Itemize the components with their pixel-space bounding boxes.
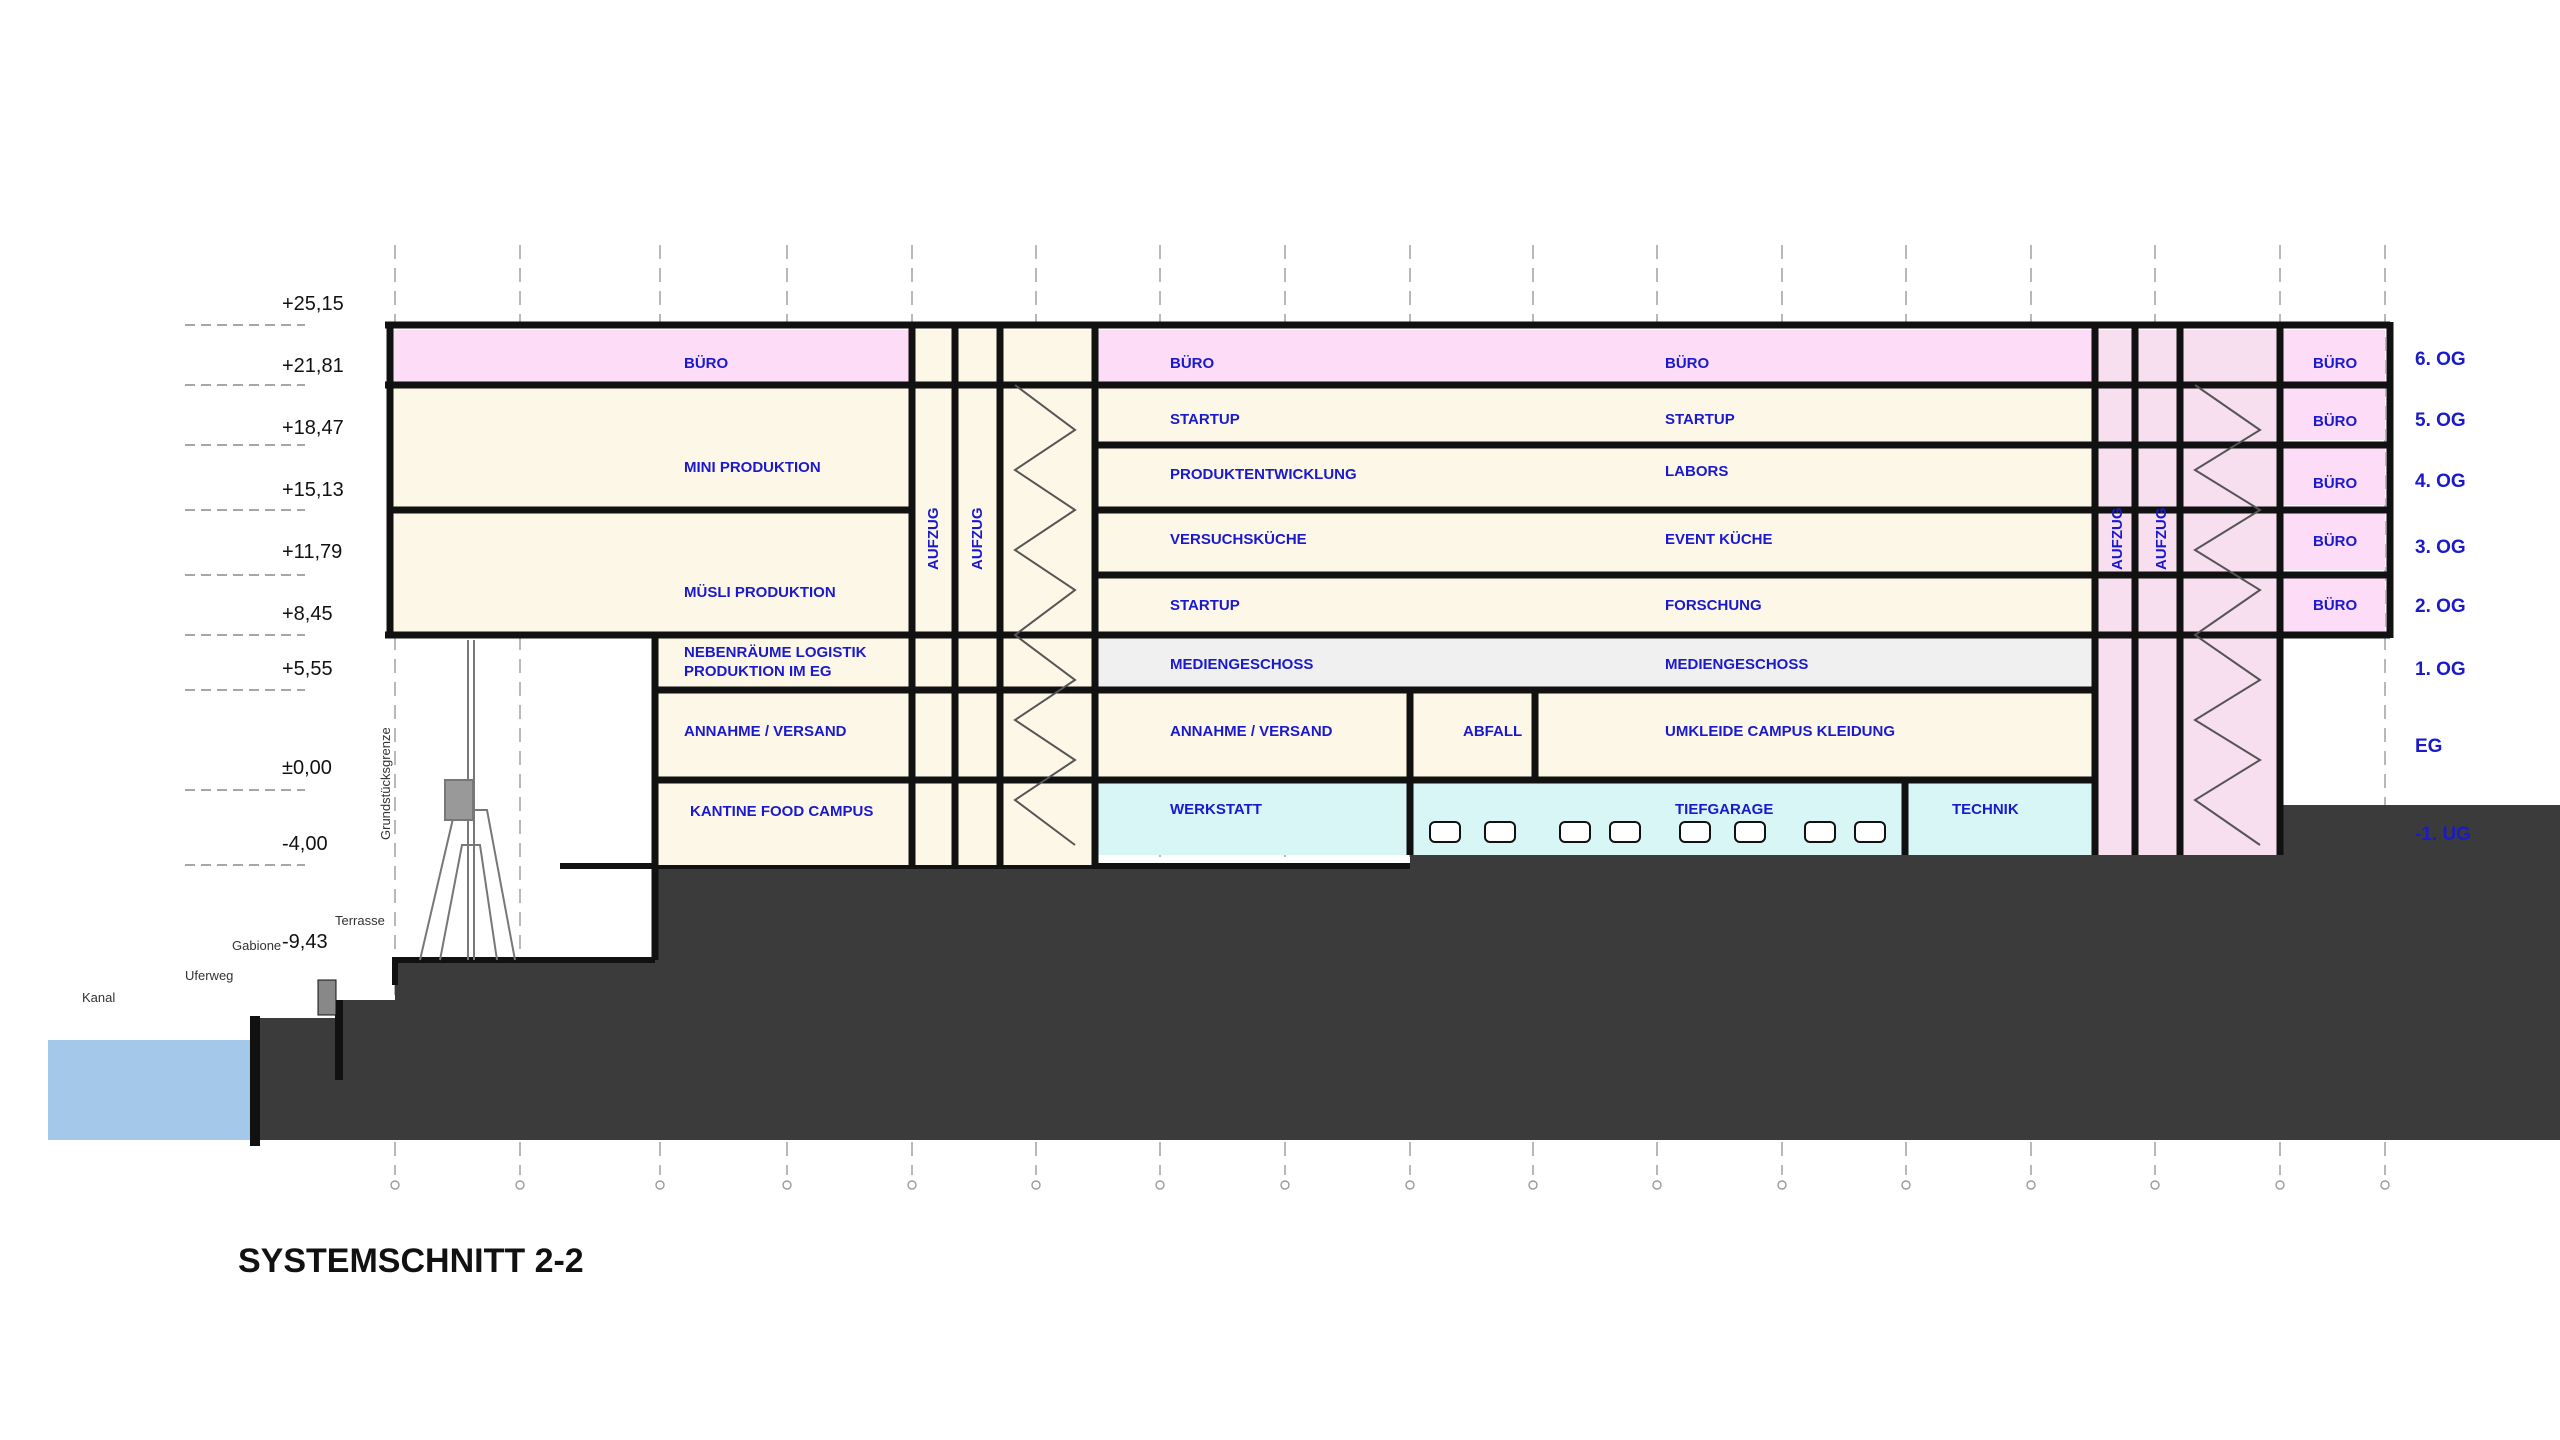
elevation-label: +25,15 (282, 293, 344, 315)
room-label: EVENT KÜCHE (1665, 531, 1773, 548)
west-block (390, 330, 912, 865)
crane-structure (419, 640, 516, 961)
floor-label: -1. UG (2415, 824, 2471, 845)
elevation-label: +11,79 (282, 541, 342, 563)
canal-water (48, 1040, 253, 1140)
elevation-label: ±0,00 (282, 757, 332, 779)
room-label: BÜRO (2313, 413, 2357, 430)
room-label: TECHNIK (1952, 801, 2019, 818)
room-label: PRODUKTION IM EG (684, 663, 832, 680)
elevator-label: AUFZUG (2153, 508, 2170, 571)
floor-label: 3. OG (2415, 537, 2466, 558)
elevation-label: +21,81 (282, 355, 344, 377)
site-label: Uferweg (185, 968, 233, 983)
east-block (1095, 330, 2095, 855)
room-label: BÜRO (684, 355, 728, 372)
room-label: BÜRO (2313, 355, 2357, 372)
floor-label: 2. OG (2415, 596, 2466, 617)
floor-label: 4. OG (2415, 471, 2466, 492)
stairs-east (2193, 384, 2262, 846)
floor-label: EG (2415, 736, 2442, 757)
elevation-markers (185, 324, 305, 866)
room-label: VERSUCHSKÜCHE (1170, 531, 1307, 548)
room-label: ANNAHME / VERSAND (1170, 723, 1333, 740)
ground-mass (253, 805, 2560, 1140)
floor-label: 1. OG (2415, 659, 2466, 680)
shore-wall (335, 1000, 343, 1080)
elevation-label: +15,13 (282, 479, 344, 501)
room-label: MEDIENGESCHOSS (1665, 656, 1808, 673)
elevator-label: AUFZUG (925, 508, 942, 571)
room-label: LABORS (1665, 463, 1728, 480)
room-label: FORSCHUNG (1665, 597, 1762, 614)
stairs-west (1013, 384, 1077, 846)
room-label: STARTUP (1170, 411, 1240, 428)
room-label: PRODUKTENTWICKLUNG (1170, 466, 1357, 483)
room-label: STARTUP (1170, 597, 1240, 614)
room-label: BÜRO (2313, 597, 2357, 614)
site-label: Terrasse (335, 913, 385, 928)
room-label: KANTINE FOOD CAMPUS (690, 803, 873, 820)
room-label: BÜRO (1665, 355, 1709, 372)
grid-axis-markers (390, 1180, 2390, 1190)
elevation-label: -9,43 (282, 931, 328, 953)
site-label: Kanal (82, 990, 115, 1005)
walls (386, 322, 2394, 960)
drawing-title: SYSTEMSCHNITT 2-2 (238, 1242, 584, 1280)
room-label: MINI PRODUKTION (684, 459, 821, 476)
site-label: Gabione (232, 938, 281, 953)
room-label: BÜRO (2313, 533, 2357, 550)
canal-wall (250, 1016, 260, 1146)
floor-label: 6. OG (2415, 349, 2466, 370)
elevation-label: +8,45 (282, 603, 333, 625)
room-label: ABFALL (1463, 723, 1522, 740)
floor-label: 5. OG (2415, 410, 2466, 431)
room-label: ANNAHME / VERSAND (684, 723, 847, 740)
gabion-wall (317, 979, 337, 1016)
room-label: TIEFGARAGE (1675, 801, 1773, 818)
room-label: BÜRO (2313, 475, 2357, 492)
room-label: UMKLEIDE CAMPUS KLEIDUNG (1665, 723, 1895, 740)
elevator-label: AUFZUG (2109, 508, 2126, 571)
elevation-label: +5,55 (282, 658, 333, 680)
terrace-edge (392, 957, 655, 985)
room-label: MÜSLI PRODUKTION (684, 584, 836, 601)
room-label: BÜRO (1170, 355, 1214, 372)
elevator-label: AUFZUG (969, 508, 986, 571)
parked-cars (1429, 821, 1886, 843)
elevation-label: -4,00 (282, 833, 328, 855)
elevation-label: +18,47 (282, 417, 344, 439)
room-label: MEDIENGESCHOSS (1170, 656, 1313, 673)
room-label: STARTUP (1665, 411, 1735, 428)
room-label: NEBENRÄUME LOGISTIK (684, 644, 867, 661)
floor-slabs (385, 321, 2390, 784)
room-label: WERKSTATT (1170, 801, 1262, 818)
site-label: Grundstücksgrenze (378, 727, 393, 840)
